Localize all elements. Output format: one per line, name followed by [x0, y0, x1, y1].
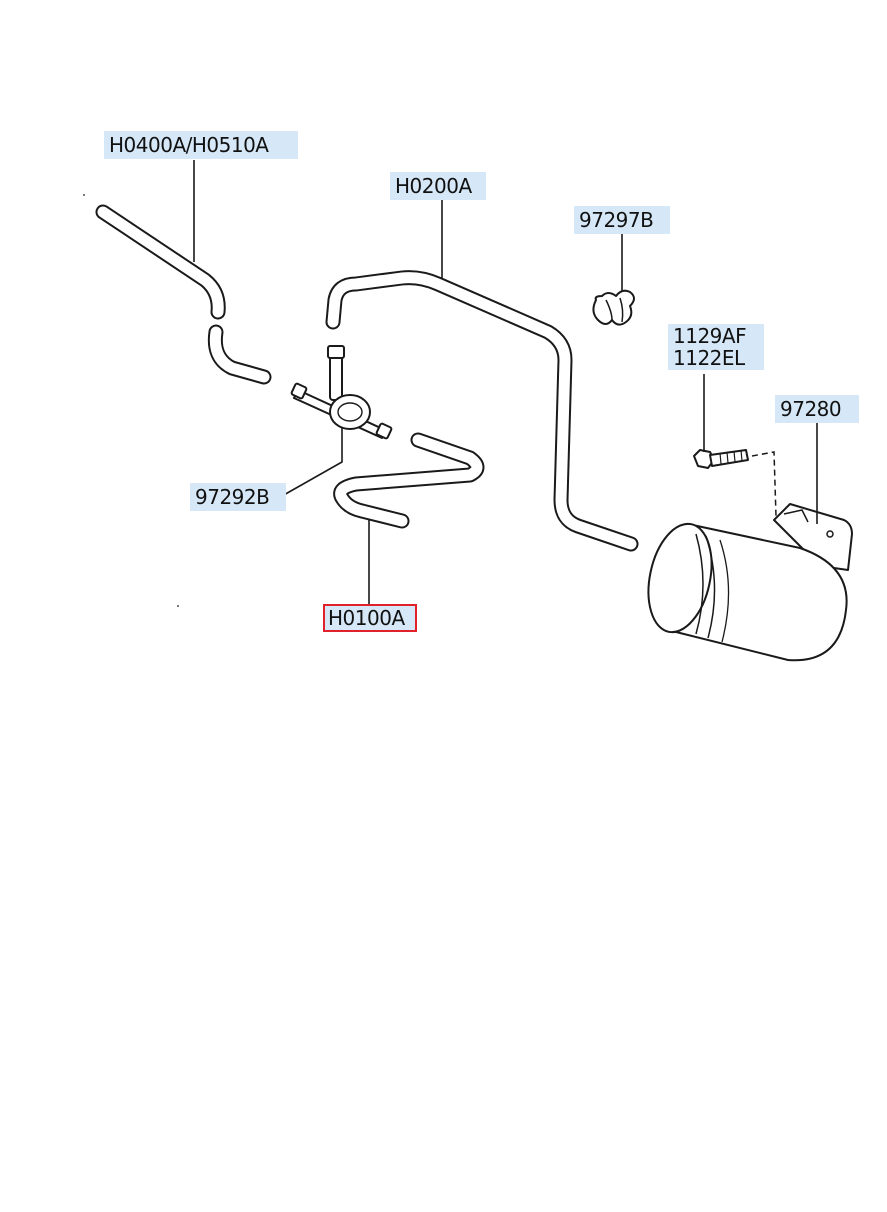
hose-h0400a-lower[interactable]: [207, 324, 272, 385]
leader-bolt-bracket: [751, 451, 777, 517]
label-97280[interactable]: 97280: [775, 395, 859, 423]
bolt-1129af[interactable]: [693, 449, 749, 469]
label-1129af: 1129AF: [673, 324, 747, 348]
label-97297b[interactable]: 97297B: [574, 206, 670, 234]
leader-97292b: [281, 428, 343, 497]
stray-dot: [177, 605, 179, 607]
hose-h0400a-upper[interactable]: [95, 204, 226, 320]
valve-97292b[interactable]: [290, 345, 393, 440]
label-1122el: 1122EL: [673, 346, 745, 370]
label-1129af-1122el[interactable]: 1129AF 1122EL: [668, 324, 764, 370]
stray-dot: [83, 194, 85, 196]
hose-h0100a[interactable]: [333, 432, 485, 529]
hose-h0200a[interactable]: [325, 270, 639, 552]
label-97292b[interactable]: 97292B: [190, 483, 286, 511]
label-h0200a[interactable]: H0200A: [390, 172, 486, 200]
canister-97280[interactable]: [639, 503, 853, 662]
label-h0400a[interactable]: H0400A/H0510A: [104, 131, 298, 159]
clamp-97297b[interactable]: [592, 289, 635, 326]
label-h0100a[interactable]: H0100A: [323, 604, 417, 632]
